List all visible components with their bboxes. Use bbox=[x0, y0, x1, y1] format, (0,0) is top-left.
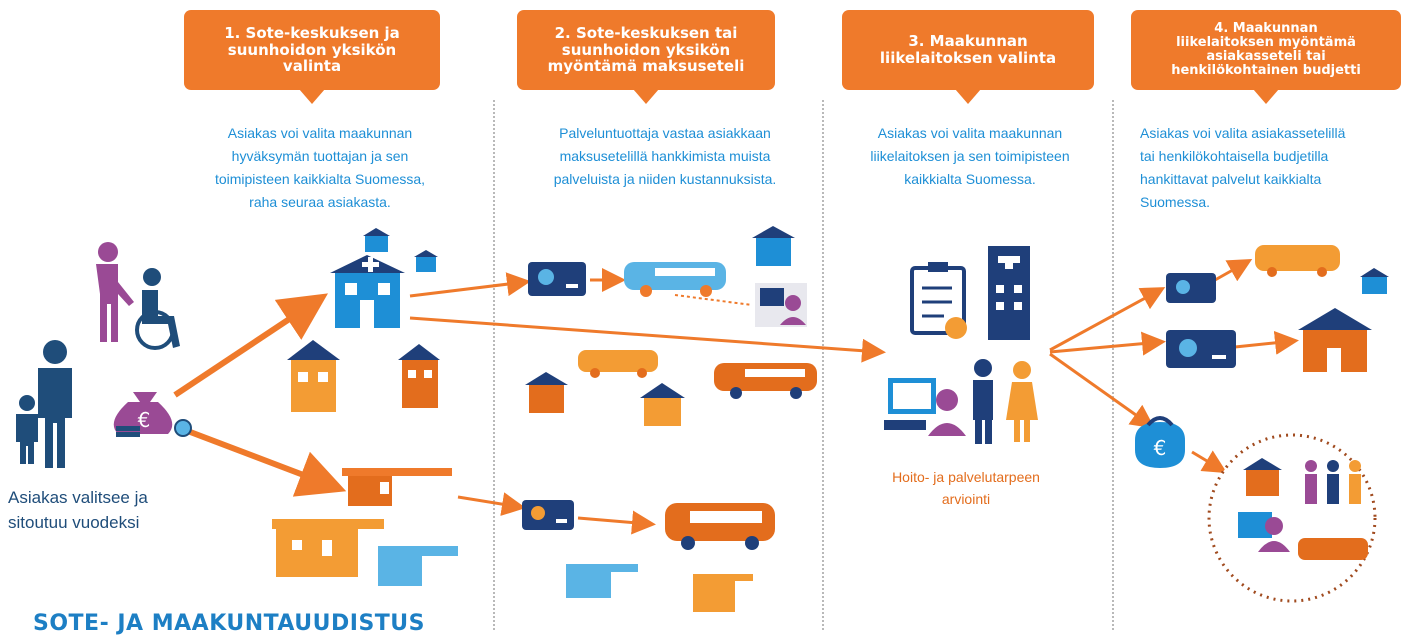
remote-care-icon bbox=[884, 378, 966, 436]
step-4-line-2: liikelaitoksen myöntämä bbox=[1176, 34, 1356, 50]
health-center-icon bbox=[1298, 308, 1372, 372]
assessment-label: Hoito- ja palvelutarpeen arviointi bbox=[866, 466, 1066, 510]
money-bag-icon: € bbox=[113, 392, 192, 437]
step-3-desc-line: liikelaitoksen ja sen toimipisteen bbox=[870, 148, 1070, 164]
dental-unit-icon bbox=[342, 468, 452, 506]
health-center-icon bbox=[363, 228, 390, 252]
voucher-card-icon bbox=[1166, 273, 1216, 303]
step-1-desc-line: hyväksymän tuottajan ja sen bbox=[231, 148, 409, 164]
voucher-card-icon bbox=[528, 262, 586, 296]
health-center-icon bbox=[1360, 268, 1389, 294]
health-center-icon bbox=[525, 372, 568, 413]
step-4-line-1: 4. Maakunnan bbox=[1214, 20, 1318, 36]
column-divider bbox=[822, 100, 824, 630]
assessment-label-line: arviointi bbox=[941, 491, 991, 507]
footer-title: SOTE- JA MAAKUNTAUUDISTUS bbox=[33, 611, 426, 636]
step-2-line-3: myöntämä maksuseteli bbox=[547, 57, 745, 76]
step-2-desc-line: maksusetelillä hankkimista muista bbox=[559, 148, 771, 164]
column-divider bbox=[1112, 100, 1114, 630]
bus-icon bbox=[624, 262, 726, 297]
client-label: Asiakas valitsee ja sitoutuu vuodeksi bbox=[8, 485, 148, 535]
step-1-description: Asiakas voi valita maakunnan hyväksymän … bbox=[170, 122, 470, 214]
health-center-icon bbox=[287, 340, 340, 412]
column-divider bbox=[493, 100, 495, 630]
flow-arrows bbox=[173, 259, 1299, 535]
step-4-line-4: henkilökohtainen budjetti bbox=[1171, 63, 1361, 79]
client-label-line: sitoutuu vuodeksi bbox=[8, 513, 140, 532]
step-1-header: 1. Sote-keskuksen ja suunhoidon yksikön … bbox=[184, 10, 440, 104]
step-1-desc-line: toimipisteen kaikkialta Suomessa, bbox=[214, 171, 426, 187]
step-2-description: Palveluntuottaja vastaa asiakkaan maksus… bbox=[510, 122, 820, 191]
step-4-desc-line: Suomessa. bbox=[1140, 194, 1211, 210]
step-1-desc-line: Asiakas voi valita maakunnan bbox=[227, 125, 413, 141]
step-3-line-1: 3. Maakunnan bbox=[908, 32, 1028, 51]
step-4-header: 4. Maakunnan liikelaitoksen myöntämä asi… bbox=[1131, 10, 1401, 104]
caregiver-wheelchair-icon bbox=[96, 242, 180, 350]
bus-icon bbox=[665, 503, 775, 550]
health-center-icon bbox=[752, 226, 795, 266]
step-4-line-3: asiakasseteli tai bbox=[1206, 49, 1326, 64]
step-3-desc-line: Asiakas voi valita maakunnan bbox=[877, 125, 1063, 141]
services-circle bbox=[1207, 433, 1377, 603]
step-2-header: 2. Sote-keskuksen tai suunhoidon yksikön… bbox=[517, 10, 775, 104]
bus-icon bbox=[1255, 245, 1340, 277]
dotted-link bbox=[674, 294, 753, 306]
clipboard-icon bbox=[910, 262, 967, 339]
doctor-icon bbox=[973, 359, 993, 444]
step-1-line-2: suunhoidon yksikön bbox=[227, 40, 397, 59]
dental-unit-icon bbox=[272, 519, 384, 577]
step-2-desc-line: palveluista ja niiden kustannuksista. bbox=[553, 171, 777, 187]
hospital-building-icon bbox=[988, 246, 1030, 340]
step-4-desc-line: tai henkilökohtaisella budjetilla bbox=[1140, 148, 1329, 164]
svg-text:€: € bbox=[138, 408, 151, 432]
health-center-icon bbox=[414, 250, 438, 272]
purse-icon: € bbox=[1135, 416, 1185, 468]
bus-icon bbox=[714, 363, 817, 399]
svg-text:€: € bbox=[1154, 436, 1167, 460]
step-2-desc-line: Palveluntuottaja vastaa asiakkaan bbox=[559, 125, 771, 141]
step-1-line-3: valinta bbox=[282, 57, 342, 76]
step-3-header: 3. Maakunnan liikelaitoksen valinta bbox=[842, 10, 1094, 104]
step-2-line-1: 2. Sote-keskuksen tai bbox=[554, 23, 738, 42]
step-2-line-2: suunhoidon yksikön bbox=[561, 40, 731, 59]
health-center-icon bbox=[640, 383, 685, 426]
step-1-desc-line: raha seuraa asiakasta. bbox=[249, 194, 391, 210]
health-center-icon bbox=[398, 344, 440, 408]
family-icon bbox=[16, 340, 72, 468]
voucher-card-icon bbox=[1166, 330, 1236, 368]
step-3-description: Asiakas voi valita maakunnan liikelaitok… bbox=[835, 122, 1105, 191]
step-1-line-1: 1. Sote-keskuksen ja bbox=[224, 23, 400, 42]
bus-icon bbox=[578, 350, 658, 378]
nurse-icon bbox=[1006, 361, 1038, 442]
voucher-card-icon bbox=[522, 500, 574, 530]
step-3-line-2: liikelaitoksen valinta bbox=[879, 49, 1057, 67]
health-center-icon bbox=[330, 255, 405, 328]
step-4-description: Asiakas voi valita asiakassetelillä tai … bbox=[1140, 122, 1410, 214]
remote-care-icon bbox=[755, 283, 807, 327]
client-label-line: Asiakas valitsee ja bbox=[8, 488, 148, 507]
step-4-desc-line: hankittavat palvelut kaikkialta bbox=[1140, 171, 1322, 187]
step-4-desc-line: Asiakas voi valita asiakassetelillä bbox=[1140, 125, 1346, 141]
dental-unit-icon bbox=[693, 574, 753, 612]
assessment-label-line: Hoito- ja palvelutarpeen bbox=[892, 469, 1040, 485]
dental-unit-icon bbox=[566, 564, 638, 598]
step-3-desc-line: kaikkialta Suomessa. bbox=[904, 171, 1036, 187]
dental-unit-icon bbox=[378, 546, 458, 586]
